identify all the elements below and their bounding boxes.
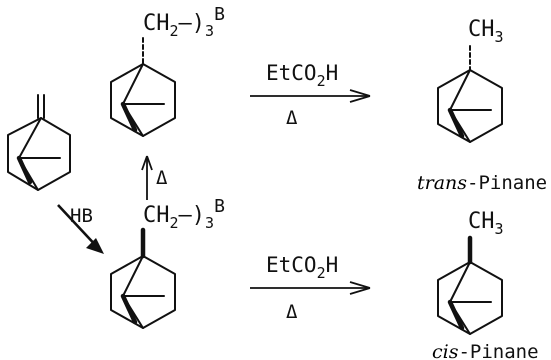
top-organoborane-label: CH2–)3B [143,4,225,40]
reagent-bottom-label: EtCO2H [266,253,338,282]
heat-top-label: Δ [286,107,298,129]
molecule-top-organoborane [110,37,176,137]
heat-bottom-label: Δ [286,301,298,323]
arrow-isomerization [141,155,153,200]
arrow-bottom-reaction [250,281,371,295]
molecule-trans-pinane [437,45,503,143]
molecule-cis-pinane [437,235,503,335]
cis-pinane-methyl-label: CH3 [468,209,504,238]
arrow-hydroboration [57,204,104,254]
molecule-bottom-organoborane [110,227,176,329]
trans-pinane-methyl-label: CH3 [468,17,504,46]
trans-pinane-name: trans-Pinane [417,172,547,194]
heat-isomerization-label: Δ [156,167,168,189]
bottom-organoborane-label: CH2–)3B [143,196,225,232]
reagent-hb-label: HB [70,205,93,227]
cis-pinane-name: cis-Pinane [432,341,539,360]
reagent-top-label: EtCO2H [266,61,338,90]
arrow-top-reaction [250,89,371,103]
molecule-beta-pinene [7,94,71,191]
